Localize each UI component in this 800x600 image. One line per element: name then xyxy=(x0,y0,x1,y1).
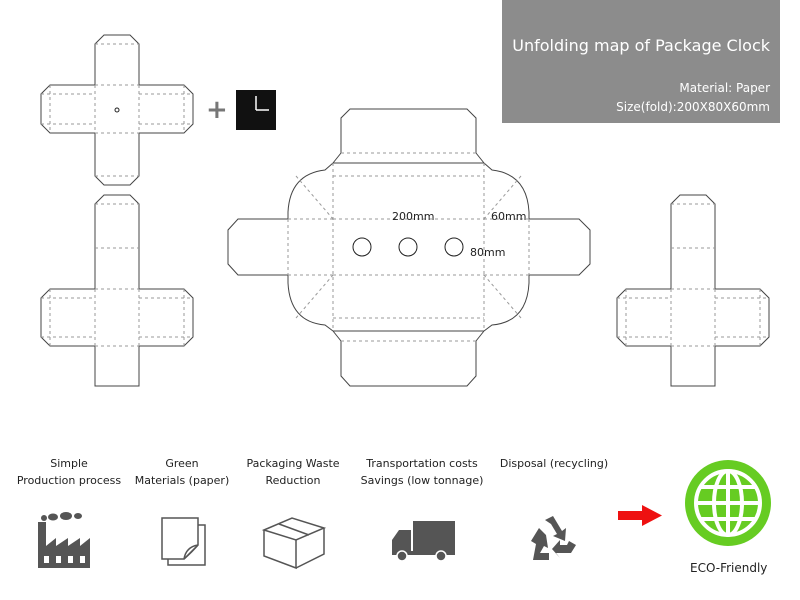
material-label: Material: Paper xyxy=(679,81,770,95)
main-box-net xyxy=(227,108,591,387)
feature-line2: Materials (paper) xyxy=(134,474,230,487)
feature-line1: Disposal (recycling) xyxy=(499,457,609,470)
length-dimension: 200mm xyxy=(392,210,435,223)
clock-face-net xyxy=(40,34,194,186)
factory-icon xyxy=(38,512,90,568)
size-label: Size(fold):200X80X60mm xyxy=(616,100,770,114)
plus-sign: + xyxy=(206,95,228,125)
feature-line1: Simple xyxy=(50,457,88,470)
globe-icon xyxy=(685,460,771,546)
left-side-net xyxy=(40,194,194,387)
feature-line1: Packaging Waste xyxy=(246,457,340,470)
feature-materials: Green Materials (paper) xyxy=(128,455,236,489)
feature-line1: Green xyxy=(165,457,199,470)
feature-production: Simple Production process xyxy=(10,455,128,489)
arrow-icon xyxy=(618,505,662,526)
feature-transport: Transportation costs Savings (low tonnag… xyxy=(352,455,492,489)
feature-waste: Packaging Waste Reduction xyxy=(236,455,350,489)
box-icon xyxy=(261,517,327,570)
feature-line2: Production process xyxy=(16,474,122,487)
feature-line1: Transportation costs xyxy=(366,457,478,470)
recycle-icon xyxy=(531,516,576,560)
clock-icon xyxy=(236,90,276,130)
height-dimension: 60mm xyxy=(491,210,527,223)
paper-sheets-icon xyxy=(161,517,206,566)
feature-line2: Reduction xyxy=(265,474,321,487)
page-title: Unfolding map of Package Clock xyxy=(512,36,770,55)
eco-friendly-label: ECO-Friendly xyxy=(690,561,768,575)
title-panel: Unfolding map of Package Clock Material:… xyxy=(502,0,780,123)
right-side-net xyxy=(616,194,770,387)
width-dimension: 80mm xyxy=(470,246,506,259)
truck-icon xyxy=(392,521,455,562)
feature-disposal: Disposal (recycling) xyxy=(494,455,614,472)
feature-line2: Savings (low tonnage) xyxy=(360,474,484,487)
